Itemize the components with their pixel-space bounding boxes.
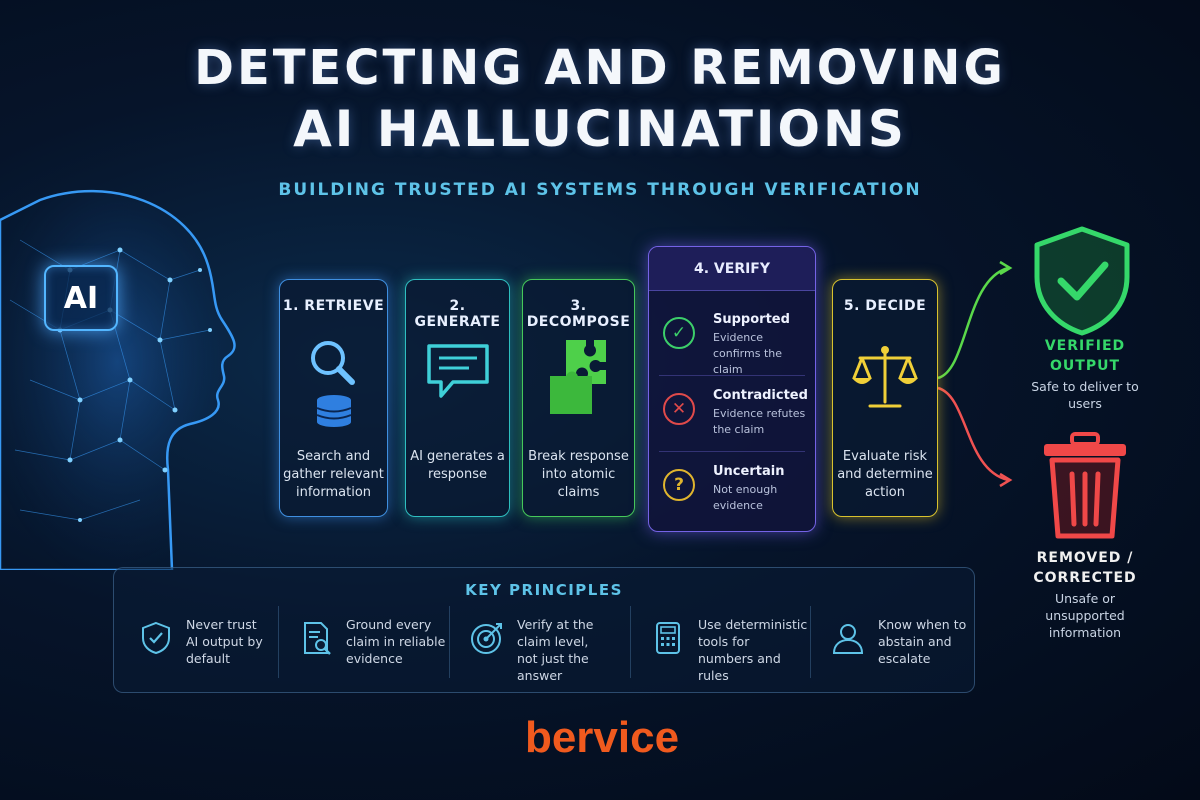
step-retrieve-card: 1. RETRIEVE Search and gather relevant i… [279,279,388,517]
title-line-1: DETECTING AND REMOVING [194,40,1006,96]
svg-text:bervice: bervice [525,713,679,762]
question-circle-icon: ? [663,469,695,501]
principle-item: Use deterministic tools for numbers and … [640,612,815,683]
title-line-2: AI HALLUCINATIONS [293,100,907,158]
verify-contradicted-desc: Evidence refutes the claim [713,407,806,436]
verify-supported: ✓ Supported Evidence confirms the claim [659,309,809,377]
key-principles-title: KEY PRINCIPLES [465,581,623,599]
principle-text: Use deterministic tools for numbers and … [698,617,808,683]
trash-can-icon [1044,432,1126,539]
principle-divider [449,606,450,678]
check-circle-icon: ✓ [663,317,695,349]
principle-text: Ground every claim in reliable evidence [346,617,446,666]
x-circle-icon: ✕ [663,393,695,425]
key-principles-panel: KEY PRINCIPLES Never trust AI output by … [113,567,975,693]
step-generate-label: 2. GENERATE [414,298,501,330]
principle-item: Ground every claim in reliable evidence [288,612,458,676]
principle-item: Never trust AI output by default [128,612,278,676]
principle-text: Know when to abstain and escalate [878,617,967,666]
step-retrieve-desc: Search and gather relevant information [283,449,384,500]
verify-uncertain-desc: Not enough evidence [713,483,778,512]
scales-icon [852,346,918,408]
outcome-removed-title: REMOVED / CORRECTED [1033,550,1137,586]
step-generate-card: 2. GENERATE AI generates a response [405,279,510,517]
magnifier-database-icon [310,341,355,427]
shield-check-icon [1034,226,1130,336]
step-retrieve-label: 1. RETRIEVE [282,298,385,314]
step-decide-label: 5. DECIDE [843,298,927,314]
chat-bubble-icon [426,344,489,398]
step-generate-desc: AI generates a response [410,449,505,482]
principle-divider [278,606,279,678]
principle-divider [630,606,631,678]
verify-uncertain: ? Uncertain Not enough evidence [659,461,809,529]
principle-text: Verify at the claim level, not just the … [517,617,594,683]
outcome-verified-desc: Safe to deliver to users [1031,379,1139,411]
calculator-icon [656,622,680,654]
target-icon [471,623,502,654]
step-verify-card: 4. VERIFY ✓ Supported Evidence confirms … [648,246,816,532]
principle-divider [810,606,811,678]
step-decide-card: 5. DECIDE Evaluate risk and determine ac… [832,279,938,517]
brand-logo: bervice [525,713,679,762]
verify-divider [659,451,805,452]
verify-contradicted-title: Contradicted [713,388,808,403]
step-decompose-label: 3. DECOMPOSE [526,298,631,330]
verify-contradicted: ✕ Contradicted Evidence refutes the clai… [659,385,809,453]
verify-supported-desc: Evidence confirms the claim [713,331,783,376]
outcome-verified-title: VERIFIED OUTPUT [1044,338,1126,374]
verify-uncertain-title: Uncertain [713,464,785,479]
user-icon [832,624,864,654]
outcome-removed-desc: Unsafe or unsupported information [1045,591,1125,640]
document-search-icon [304,622,331,655]
principle-text: Never trust AI output by default [186,617,263,666]
subtitle: BUILDING TRUSTED AI SYSTEMS THROUGH VERI… [278,180,922,200]
step-verify-label: 4. VERIFY [649,247,815,291]
shield-check-icon [142,621,170,655]
principle-item: Verify at the claim level, not just the … [459,612,629,683]
puzzle-icon [549,340,606,414]
step-decompose-card: 3. DECOMPOSE Break response into atomic … [522,279,635,517]
verify-supported-title: Supported [713,312,790,327]
step-decide-desc: Evaluate risk and determine action [837,449,933,500]
step-decompose-desc: Break response into atomic claims [528,449,629,500]
ai-head-illustration [0,190,236,570]
principle-item: Know when to abstain and escalate [820,612,970,676]
ai-badge: AI [44,265,118,331]
verify-divider [659,375,805,376]
